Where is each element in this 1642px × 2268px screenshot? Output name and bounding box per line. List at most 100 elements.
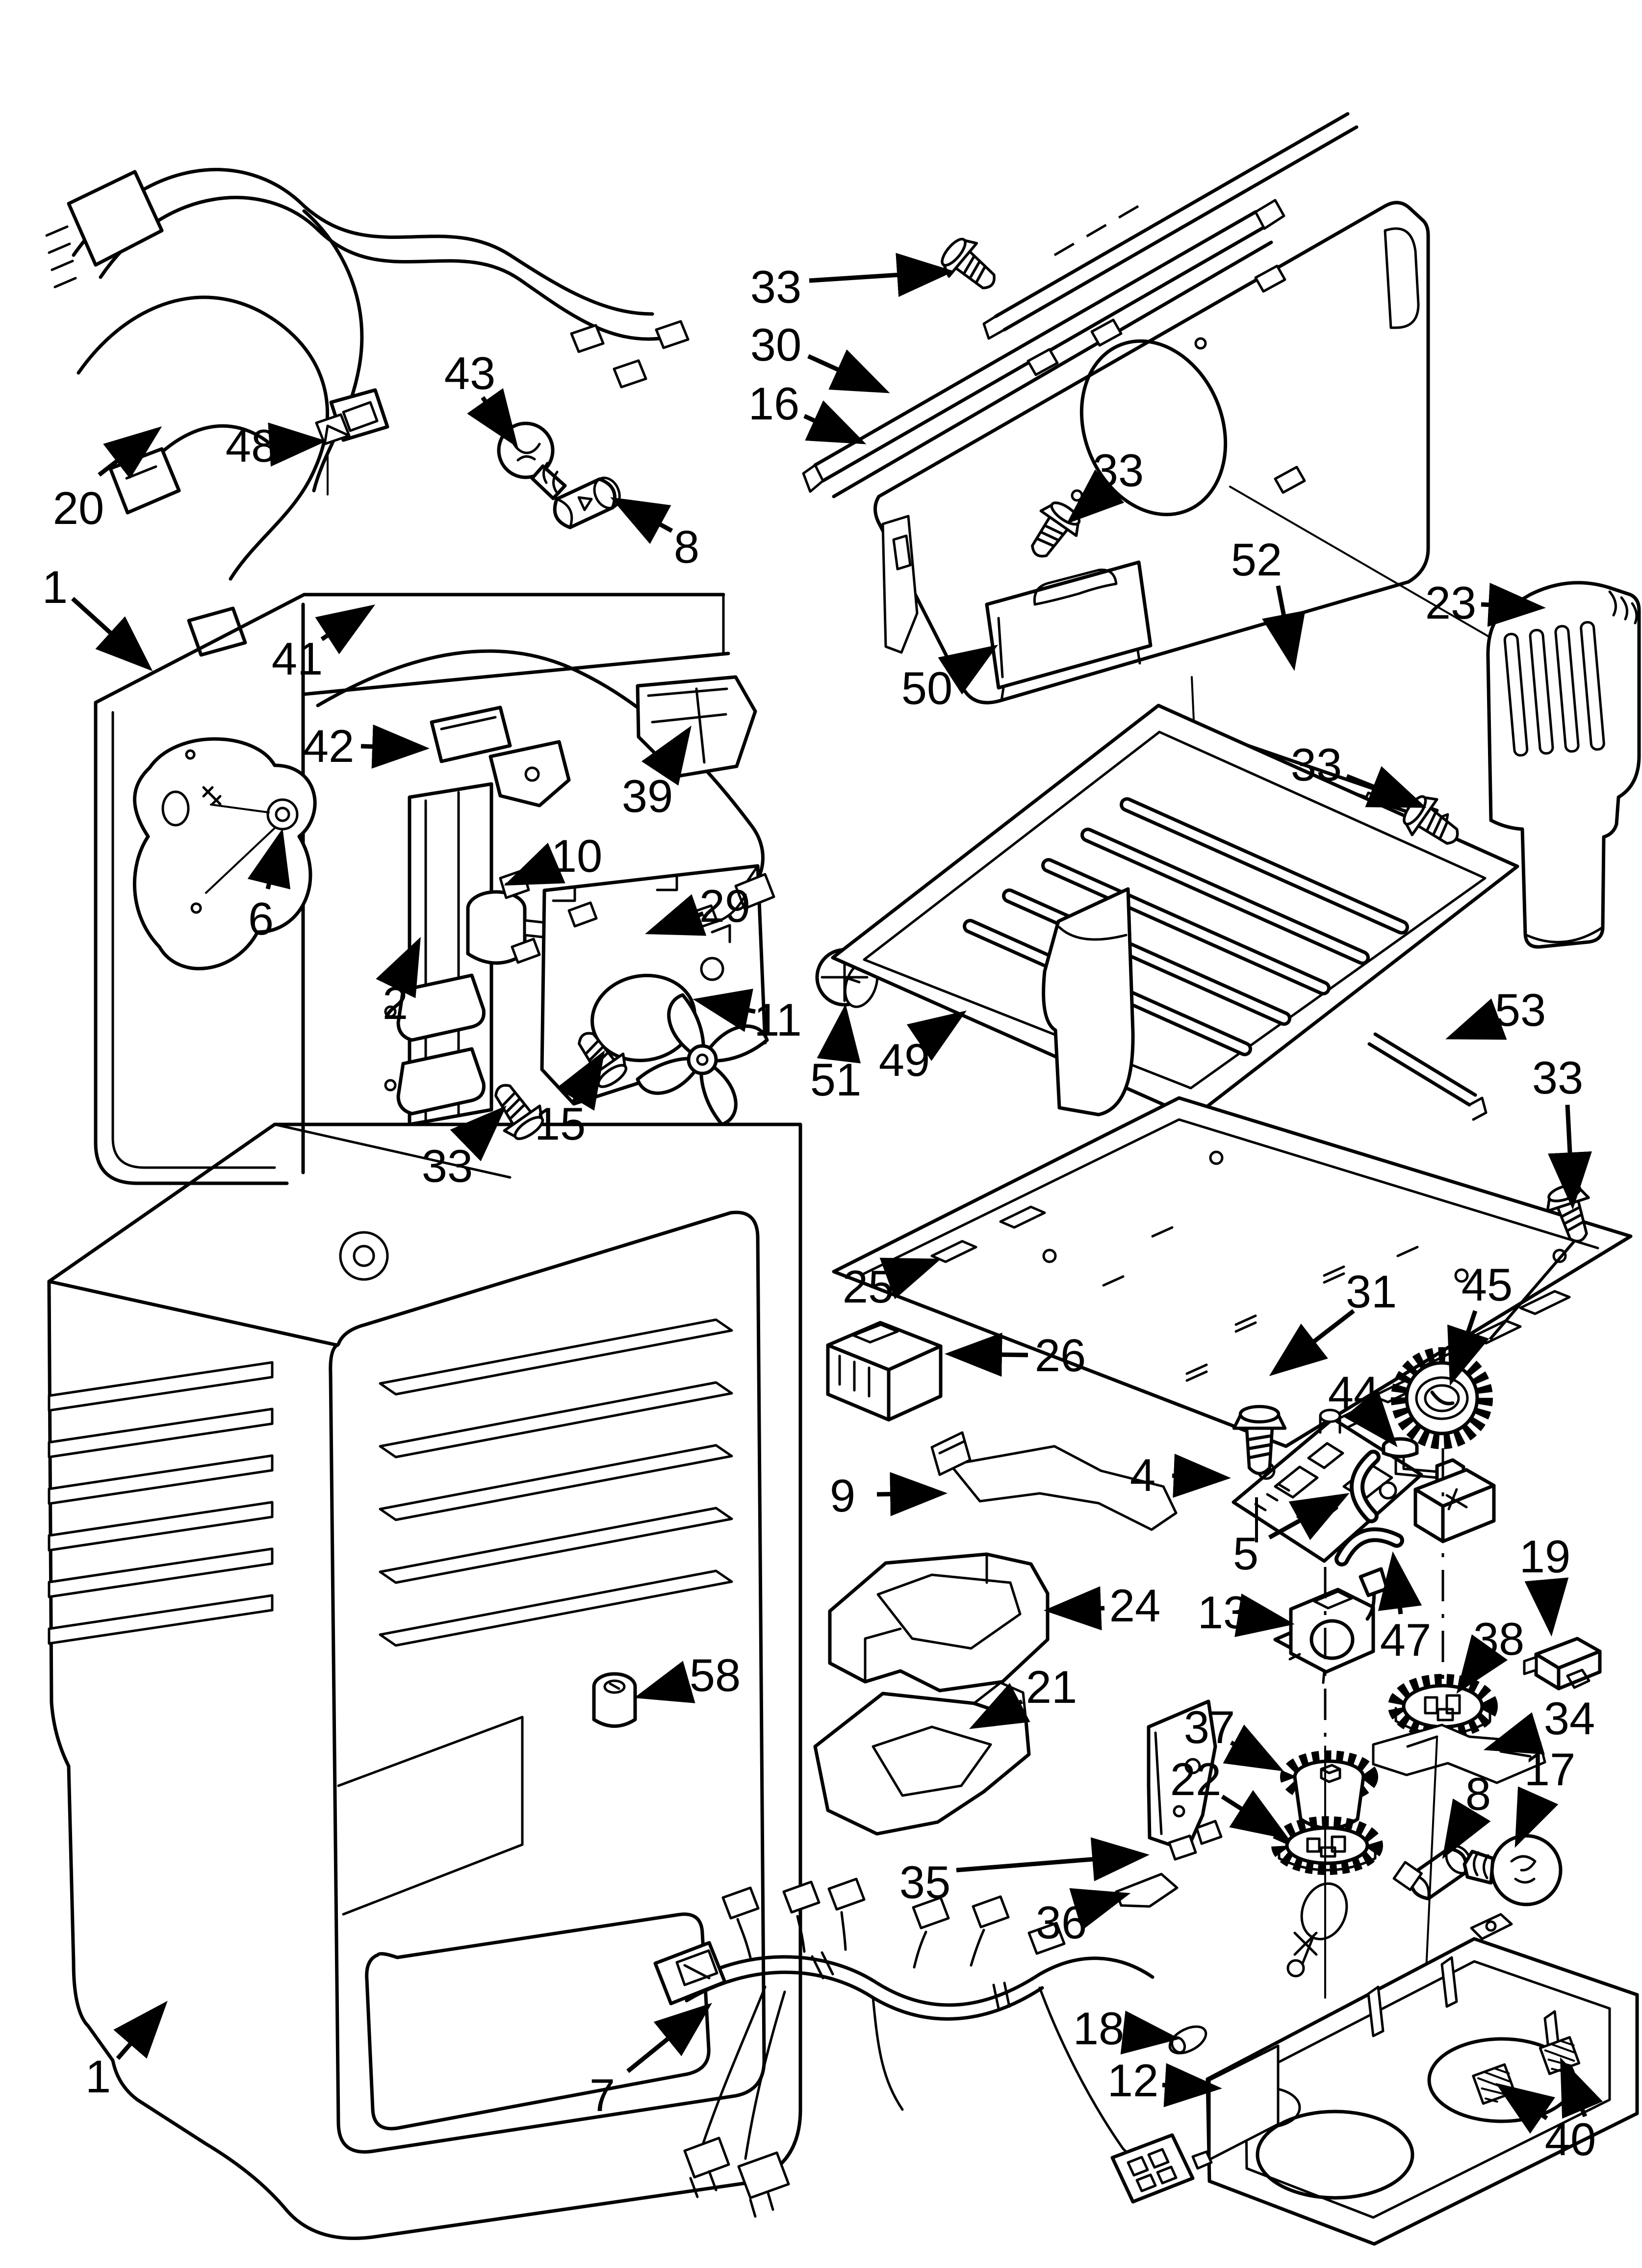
callout-arrow xyxy=(645,894,707,936)
drain-funnel xyxy=(1042,887,1135,1117)
callout-label: 53 xyxy=(1495,984,1546,1036)
callout-13-35: 13 xyxy=(1198,1587,1295,1638)
callout-label: 38 xyxy=(1473,1613,1525,1665)
callout-16-19: 16 xyxy=(748,378,867,444)
evaporator-cover-panel-25 xyxy=(832,1096,1633,1448)
callout-33-26: 33 xyxy=(1488,1052,1592,1340)
callout-label: 13 xyxy=(1198,1587,1249,1638)
damper-control-13 xyxy=(1273,1567,1389,1684)
callout-arrow xyxy=(1514,1786,1559,1848)
callout-arrow xyxy=(98,426,162,479)
bimetal-block-44 xyxy=(1413,1468,1496,1543)
air-baffle-6 xyxy=(133,737,317,970)
callout-8-3: 8 xyxy=(610,497,699,573)
callout-33-24: 33 xyxy=(1291,739,1427,808)
callout-label: 33 xyxy=(1291,739,1342,790)
callout-arrow xyxy=(467,388,518,448)
assembly-axes xyxy=(1324,1448,1444,1999)
callout-15-13: 15 xyxy=(535,1050,605,1149)
callout-arrow xyxy=(879,1257,941,1300)
callout-label: 23 xyxy=(1425,577,1477,628)
callout-24-40: 24 xyxy=(1044,1580,1161,1631)
thermostat-pin-44 xyxy=(1382,1437,1496,1543)
harness-connector-c xyxy=(187,606,247,657)
callout-arrow xyxy=(247,828,291,890)
callout-label: 22 xyxy=(1170,1753,1222,1805)
callout-label: 44 xyxy=(1328,1367,1380,1418)
callout-19-37: 19 xyxy=(1519,1531,1571,1637)
trim-rail-upper xyxy=(982,112,1359,340)
callout-arrow xyxy=(1221,1790,1290,1840)
callout-arrow xyxy=(693,989,756,1032)
callout-38-38: 38 xyxy=(1456,1613,1525,1694)
callout-label: 16 xyxy=(748,378,800,429)
callout-label: 42 xyxy=(303,720,355,772)
callout-arrow xyxy=(945,1332,1028,1377)
air-duct-24 xyxy=(828,1552,1050,1693)
callout-arrow xyxy=(1456,1634,1508,1694)
callout-label: 48 xyxy=(226,420,277,471)
callout-label: 51 xyxy=(810,1054,862,1105)
callout-arrow xyxy=(641,725,692,786)
callout-label: 4 xyxy=(1130,1449,1155,1501)
callout-1-4: 1 xyxy=(42,561,153,672)
callout-label: 33 xyxy=(1532,1052,1584,1103)
callout-9-33: 9 xyxy=(830,1470,948,1521)
callout-arrow xyxy=(360,724,430,769)
callout-arrow xyxy=(1262,585,1306,671)
callout-30-18: 30 xyxy=(750,319,890,393)
callout-arrow xyxy=(1120,2010,1180,2055)
mount-strip-34 xyxy=(1372,1723,1546,1784)
callout-arrow xyxy=(1447,1310,1489,1386)
callout-26-28: 26 xyxy=(945,1330,1086,1381)
callout-arrow xyxy=(1069,1888,1131,1931)
callout-arrow xyxy=(1442,1798,1491,1859)
callout-arrow xyxy=(906,1010,967,1061)
light-bulb-17 xyxy=(1462,1834,1563,1906)
callout-arrow xyxy=(1524,1577,1569,1637)
callout-arrow xyxy=(71,597,153,672)
screw-33-top xyxy=(935,232,1006,301)
rear-panel-16 xyxy=(873,201,1590,704)
wire-harness-20 xyxy=(45,168,690,657)
ice-maker-box-26 xyxy=(826,1321,943,1422)
callout-arrow xyxy=(1560,2057,1603,2119)
callout-2-10: 2 xyxy=(376,937,421,1029)
callout-arrow xyxy=(809,253,954,297)
rail-53 xyxy=(1367,1032,1488,1121)
callout-label: 6 xyxy=(248,893,274,944)
callout-label: 39 xyxy=(622,770,673,822)
callout-arrow xyxy=(634,1661,695,1703)
callout-51-15: 51 xyxy=(810,1004,862,1105)
callout-33-17: 33 xyxy=(750,253,954,313)
callout-label: 33 xyxy=(750,261,802,313)
callout-48-1: 48 xyxy=(226,420,327,471)
callout-arrow xyxy=(876,1472,948,1516)
callout-arrow xyxy=(1548,1104,1592,1210)
callout-40-53: 40 xyxy=(1495,2057,1603,2165)
callout-label: 19 xyxy=(1519,1531,1571,1582)
callout-label: 50 xyxy=(901,662,953,714)
fan-motor-2 xyxy=(466,890,576,965)
harness-main-plug xyxy=(1110,2133,1213,2204)
callout-label: 24 xyxy=(1109,1580,1161,1631)
callout-label: 2 xyxy=(383,977,408,1029)
callout-arrow xyxy=(969,1683,1030,1729)
harness-connector-main xyxy=(67,170,164,267)
capillary-strip-9 xyxy=(930,1431,1178,1531)
timer-ring-gear-22 xyxy=(1271,1816,1383,1875)
callout-label: 58 xyxy=(690,1649,741,1701)
callout-arrow xyxy=(938,645,999,695)
clip-bracket-42 xyxy=(430,705,571,808)
callout-arrow xyxy=(1483,1712,1545,1755)
callout-label: 29 xyxy=(699,880,751,932)
callout-53-25: 53 xyxy=(1445,984,1546,1040)
callout-label: 31 xyxy=(1346,1266,1397,1317)
callout-label: 26 xyxy=(1035,1330,1086,1381)
evaporator-tray-49 xyxy=(831,704,1519,1120)
callout-33-20: 33 xyxy=(1066,444,1144,524)
callout-label: 25 xyxy=(843,1261,894,1312)
callout-arrow xyxy=(1172,1454,1231,1498)
defrost-timer-gear-45 xyxy=(1391,1347,1493,1449)
